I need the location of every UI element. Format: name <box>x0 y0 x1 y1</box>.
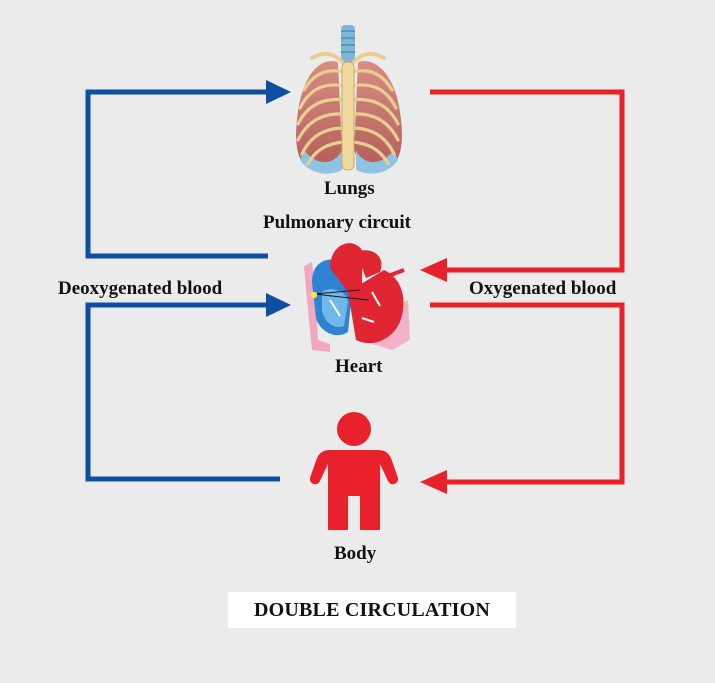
blue-path-upper <box>85 89 268 259</box>
deoxygenated-paths <box>85 80 291 482</box>
heart-icon <box>304 243 410 352</box>
title-box: DOUBLE CIRCULATION <box>228 592 516 628</box>
lungs-label: Lungs <box>324 178 375 199</box>
red-arrowhead-body <box>420 470 447 494</box>
oxygenated-paths <box>420 89 625 494</box>
lungs-icon <box>296 25 402 174</box>
blue-path-lower <box>85 302 280 482</box>
blue-arrowhead-lungs <box>266 80 291 104</box>
pulmonary-circuit-label: Pulmonary circuit <box>263 212 411 233</box>
blue-arrowhead-heart <box>266 293 291 317</box>
heart-label: Heart <box>335 356 383 377</box>
deoxygenated-blood-label: Deoxygenated blood <box>58 278 223 299</box>
oxygenated-blood-label: Oxygenated blood <box>469 278 617 299</box>
red-path-upper <box>430 89 625 273</box>
diagram-title: DOUBLE CIRCULATION <box>253 598 491 621</box>
red-path-lower <box>430 302 625 485</box>
body-icon <box>309 412 399 530</box>
body-label: Body <box>334 543 377 564</box>
red-arrowhead-heart <box>420 258 447 282</box>
